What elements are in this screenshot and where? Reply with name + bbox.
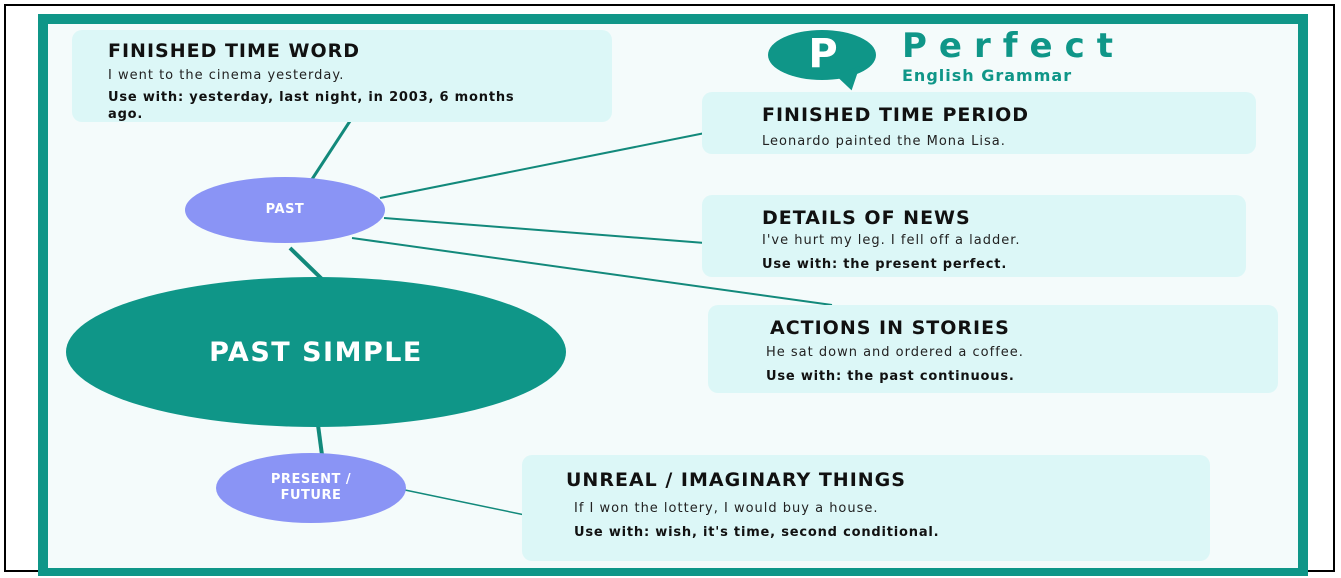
card-example: I've hurt my leg. I fell off a ladder. <box>762 233 1021 248</box>
card-finished-time-period: FINISHED TIME PERIOD Leonardo painted th… <box>702 92 1256 154</box>
card-title: FINISHED TIME PERIOD <box>762 104 1030 126</box>
card-details-of-news: DETAILS OF NEWS I've hurt my leg. I fell… <box>702 195 1246 277</box>
logo-subtitle: English Grammar <box>902 66 1073 85</box>
card-usage: Use with: wish, it's time, second condit… <box>574 525 940 540</box>
card-usage: Use with: yesterday, last night, in 2003… <box>108 90 515 122</box>
card-example: Leonardo painted the Mona Lisa. <box>762 134 1006 149</box>
card-usage: Use with: the present perfect. <box>762 257 1008 272</box>
node-past-simple: PAST SIMPLE <box>66 277 566 427</box>
logo-letter: P <box>808 31 838 77</box>
card-example: He sat down and ordered a coffee. <box>766 345 1024 360</box>
logo-speech-bubble <box>768 30 876 80</box>
card-title: DETAILS OF NEWS <box>762 207 971 229</box>
card-unreal-imaginary-things: UNREAL / IMAGINARY THINGS If I won the l… <box>522 455 1210 561</box>
perfect-english-grammar-logo: P Perfect English Grammar <box>768 26 1238 94</box>
node-past: PAST <box>185 177 385 243</box>
card-finished-time-word: FINISHED TIME WORD I went to the cinema … <box>72 30 612 122</box>
card-title: ACTIONS IN STORIES <box>770 317 1010 339</box>
card-example: If I won the lottery, I would buy a hous… <box>574 501 879 516</box>
card-actions-in-stories: ACTIONS IN STORIES He sat down and order… <box>708 305 1278 393</box>
card-title: FINISHED TIME WORD <box>108 40 361 62</box>
card-title: UNREAL / IMAGINARY THINGS <box>566 469 906 491</box>
logo-word: Perfect <box>902 26 1126 66</box>
card-usage: Use with: the past continuous. <box>766 369 1015 384</box>
node-present-future: PRESENT / FUTURE <box>216 453 406 523</box>
card-example: I went to the cinema yesterday. <box>108 68 345 83</box>
